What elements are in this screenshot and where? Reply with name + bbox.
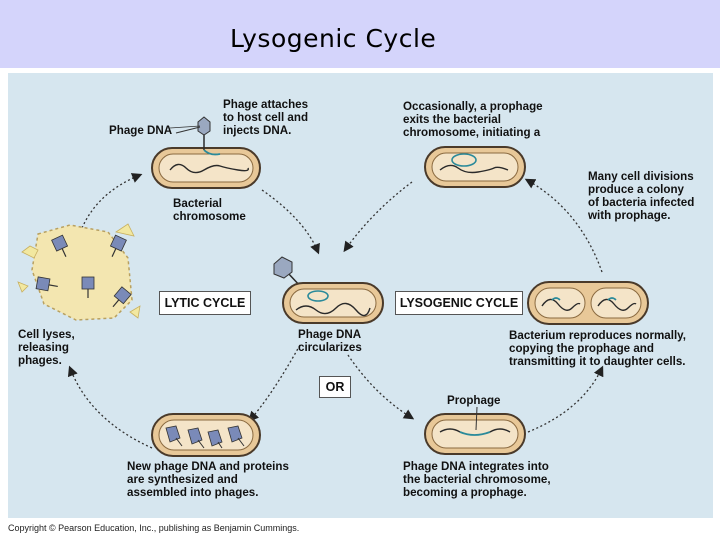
- cell-exit: [424, 146, 526, 188]
- lysed-cell: [17, 223, 141, 321]
- arrow-integrate-to-reproduce: [527, 365, 604, 433]
- label-circularizes: Phage DNA circularizes: [298, 328, 362, 354]
- slide-title: Lysogenic Cycle: [230, 24, 437, 53]
- lysogenic-cycle-box: LYSOGENIC CYCLE: [395, 291, 523, 315]
- arrow-attach-to-circularize: [261, 189, 320, 255]
- label-new-dna: New phage DNA and proteins are synthesiz…: [127, 460, 289, 499]
- or-box: OR: [319, 376, 351, 398]
- cell-center: [273, 256, 384, 324]
- label-integrates: Phage DNA integrates into the bacterial …: [403, 460, 551, 499]
- label-many-divisions: Many cell divisions produce a colony of …: [588, 170, 695, 222]
- arrow-divide-to-exit: [524, 178, 603, 273]
- label-reproduces: Bacterium reproduces normally, copying t…: [509, 329, 686, 368]
- arrow-lysis-to-attach: [81, 173, 143, 229]
- lytic-cycle-box: LYTIC CYCLE: [159, 291, 251, 315]
- label-occasionally: Occasionally, a prophage exits the bacte…: [403, 100, 543, 139]
- cell-attach: [151, 116, 261, 189]
- title-banner: [0, 0, 720, 68]
- cell-integrate: [424, 406, 526, 455]
- arrow-circularize-to-synthesis: [248, 344, 301, 422]
- label-attach: Phage attaches to host cell and injects …: [223, 98, 309, 137]
- arrow-exit-to-circularize: [343, 181, 413, 253]
- label-cell-lyses: Cell lyses, releasing phages.: [18, 328, 75, 367]
- label-prophage: Prophage: [447, 394, 501, 407]
- arrow-circularize-to-integrate: [347, 354, 415, 420]
- cell-synthesis: [151, 413, 261, 457]
- label-phage-dna: Phage DNA: [109, 124, 173, 137]
- copyright-notice: Copyright © Pearson Education, Inc., pub…: [8, 523, 300, 533]
- arrow-synthesis-to-lysis: [67, 365, 153, 449]
- label-bacterial-chromosome: Bacterial chromosome: [173, 197, 246, 223]
- cell-dividing: [527, 281, 649, 325]
